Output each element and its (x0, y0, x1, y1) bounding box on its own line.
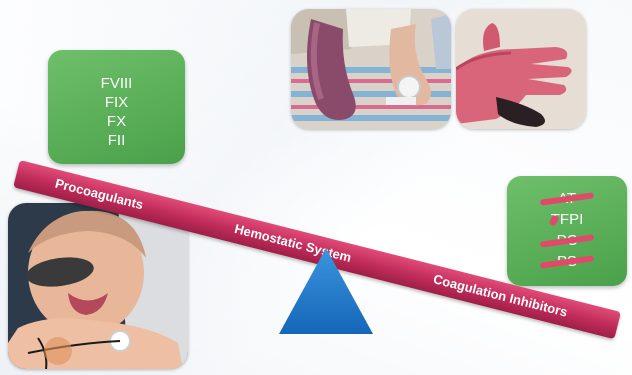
infant-photo (8, 203, 188, 369)
factor-item: FII (107, 132, 126, 149)
hand-photo (456, 9, 586, 129)
inhibitor-item-ps: PS (507, 251, 627, 272)
inhibitor-label: TFPI (550, 211, 584, 228)
factor-item: FX (106, 113, 127, 130)
inhibitor-item-tfpi: TFPI (507, 209, 627, 230)
inhibitors-list: AT TFPI PC PS (507, 176, 627, 272)
inhibitor-item-at: AT (507, 188, 627, 209)
inhibitor-item-pc: PC (507, 230, 627, 251)
factor-item: FVIII (100, 75, 133, 92)
fulcrum-triangle-icon (279, 248, 373, 334)
legs-photo (291, 9, 451, 129)
procoagulant-factors-box: FVIII FIX FX FII (48, 50, 185, 164)
procoagulant-factors-list: FVIII FIX FX FII (48, 50, 185, 150)
inhibitors-box: AT TFPI PC PS (507, 176, 627, 286)
factor-item: FIX (104, 94, 129, 111)
